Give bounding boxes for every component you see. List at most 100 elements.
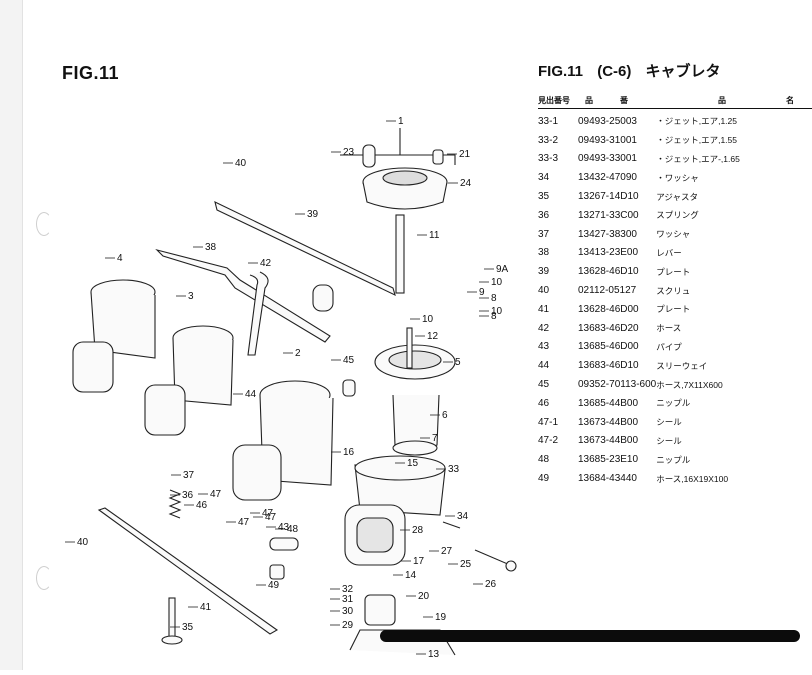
callout-label: 12 (427, 331, 439, 342)
table-row: 41 13628-46D00 プレート (538, 300, 740, 319)
table-row: 33-1 09493-25003 ・ジェット,エア,1.25 (538, 112, 740, 131)
figure-title: FIG.11 (62, 63, 120, 83)
part-number: 13271-33C00 (578, 209, 639, 221)
part-number: 13685-44B00 (578, 397, 639, 409)
part-number: 09493-31001 (578, 134, 637, 146)
part-name: ニップル (656, 398, 691, 409)
part-name: パイプ (656, 341, 682, 352)
callout-label: 20 (418, 591, 430, 602)
callout-label: 38 (205, 242, 217, 253)
part-number: 09352-70113-600 (578, 379, 657, 391)
part-name: ・ジェット,エア,1.25 (656, 116, 737, 127)
part-name: スリーウェイ (656, 360, 708, 371)
ref-number: 43 (538, 341, 550, 353)
callout-label: 32 (342, 584, 354, 595)
callout-label: 26 (485, 579, 497, 590)
part-number: 09493-25003 (578, 115, 637, 127)
part-number: 13684-43440 (578, 473, 637, 485)
part-name: スプリング (656, 210, 699, 221)
callout-label: 24 (460, 178, 472, 189)
ref-number: 35 (538, 191, 550, 203)
callout-label: 2 (295, 348, 301, 359)
header-ref-no: 見出番号 (538, 96, 570, 105)
part-number: 13427-38300 (578, 228, 637, 240)
callout-label: 37 (183, 470, 195, 481)
part-number: 13683-46D10 (578, 360, 639, 372)
callout-label: 42 (260, 258, 272, 269)
callout-label: 47 (238, 517, 250, 528)
ref-number: 46 (538, 397, 550, 409)
ref-number: 34 (538, 172, 550, 184)
callout-label: 39 (307, 209, 319, 220)
part-number: 13267-14D10 (578, 191, 639, 203)
ref-number: 38 (538, 247, 550, 259)
ref-number: 33-1 (538, 115, 559, 127)
callout-label: 28 (412, 525, 424, 536)
ref-number: 42 (538, 322, 550, 334)
header-name-2: 名 (786, 96, 794, 105)
callout-label: 10 (491, 306, 503, 317)
callout-label: 29 (342, 620, 354, 631)
callout-label: 49 (268, 580, 280, 591)
part-number: 13685-46D00 (578, 341, 639, 353)
callout-label: 47 (210, 489, 222, 500)
ref-number: 39 (538, 266, 550, 278)
part-number: 09493-33001 (578, 153, 637, 165)
part-number: 13628-46D00 (578, 303, 639, 315)
ref-number: 47-2 (538, 435, 559, 447)
callout-label: 16 (343, 447, 355, 458)
part-name: プレート (656, 304, 691, 315)
callout-label: 47 (265, 512, 277, 523)
ref-number: 48 (538, 454, 550, 466)
header-part-1: 品 (585, 96, 593, 105)
callout-label: 9A (496, 264, 509, 275)
ref-number: 41 (538, 303, 550, 315)
callout-label: 8 (491, 311, 497, 322)
ref-number: 40 (538, 285, 550, 297)
callout-label: 14 (405, 570, 417, 581)
callout-label: 25 (460, 559, 472, 570)
part-number: 13432-47090 (578, 172, 637, 184)
callout-label: 41 (200, 602, 212, 613)
ref-number: 36 (538, 209, 550, 221)
callout-label: 11 (429, 230, 440, 241)
callout-label: 4 (117, 253, 123, 264)
callout-label: 35 (182, 622, 194, 633)
callout-label: 34 (457, 511, 469, 522)
callout-label: 3 (188, 291, 194, 302)
callout-label: 10 (491, 277, 503, 288)
callout-label: 10 (422, 314, 434, 325)
part-name: ・ジェット,エア,1.55 (656, 135, 737, 146)
callout-label: 31 (342, 594, 354, 605)
part-name: ・ジェット,エア-,1.65 (656, 153, 740, 164)
callout-label: 48 (287, 524, 299, 535)
callout-label: 36 (182, 490, 194, 501)
parts-list-name: キャブレタ (645, 63, 721, 80)
ref-number: 37 (538, 228, 550, 240)
horizontal-scrollbar[interactable] (380, 630, 800, 642)
part-name: ・ワッシャ (656, 172, 699, 183)
parts-list-title: FIG.11 (C-6) キャブレタ (538, 60, 812, 81)
callout-label: 47 (262, 508, 274, 519)
ref-number: 33-2 (538, 134, 559, 146)
parts-list-header: 見出番号 品 番 品 名 (538, 94, 812, 109)
callout-label: 5 (455, 357, 461, 368)
callout-label: 44 (245, 389, 257, 400)
part-name: プレート (656, 266, 691, 277)
part-name: ニップル (656, 454, 691, 465)
part-number: 13683-46D20 (578, 322, 639, 334)
callout-label: 33 (448, 464, 460, 475)
callout-label: 13 (428, 649, 440, 660)
